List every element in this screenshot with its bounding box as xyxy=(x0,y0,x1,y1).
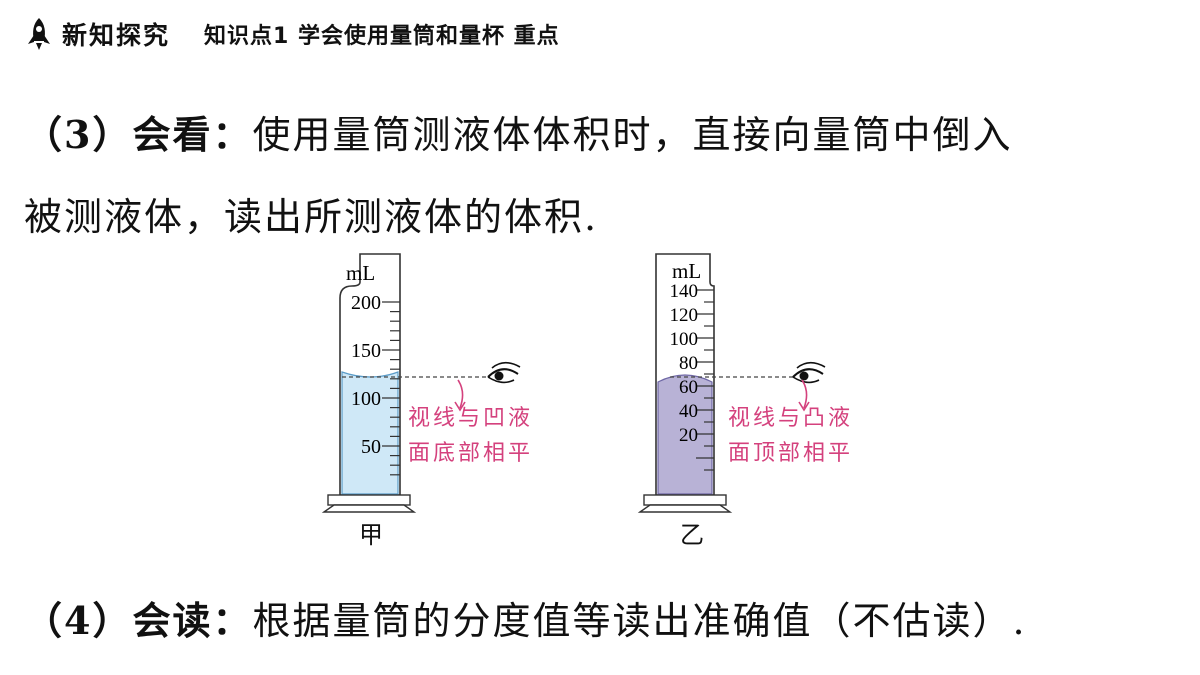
paragraph-3-line-2: 被测液体，读出所测液体的体积. xyxy=(24,195,599,239)
tick-label-100: 100 xyxy=(351,388,381,410)
cylinder-a: mL 200 150 100 50 视线与凹液 面底部相平 甲 xyxy=(321,253,533,549)
unit-label-a: mL xyxy=(346,261,375,285)
tick-label-120: 120 xyxy=(670,305,699,326)
tick-label-20: 20 xyxy=(679,425,698,446)
paragraph-3-line-1: （3）会看：使用量筒测液体体积时，直接向量筒中倒入 xyxy=(24,104,1176,159)
caption-b: 乙 xyxy=(680,521,704,549)
note-b-line-2: 面顶部相平 xyxy=(728,441,853,466)
note-arrow-b xyxy=(801,379,808,409)
paragraph-4-text: 根据量筒的分度值等读出准确值（不估读）. xyxy=(252,599,1027,643)
caption-a: 甲 xyxy=(359,521,383,549)
tick-label-200: 200 xyxy=(351,292,381,314)
section-title: 新知探究 xyxy=(62,21,171,50)
note-a-line-1: 视线与凹液 xyxy=(408,406,533,431)
cylinder-b: mL 140 120 100 80 60 40 20 视线与凸液 面顶部相平 乙 xyxy=(637,253,853,549)
note-b-line-1: 视线与凸液 xyxy=(728,406,853,431)
topic-title: 知识点1 学会使用量筒和量杯 重点 xyxy=(204,24,560,49)
paragraph-4-label: （4）会读： xyxy=(24,598,253,643)
eye-icon xyxy=(792,361,826,384)
tick-label-150: 150 xyxy=(351,340,381,362)
note-arrow-a xyxy=(457,379,464,409)
paragraph-3-text: 使用量筒测液体体积时，直接向量筒中倒入 xyxy=(252,113,1013,157)
unit-label-b: mL xyxy=(672,259,701,283)
tick-label-80: 80 xyxy=(679,353,698,374)
tick-label-100-b: 100 xyxy=(670,329,699,350)
paragraph-3-label: （3）会看： xyxy=(24,112,253,157)
tick-label-140: 140 xyxy=(670,281,699,302)
paragraph-4: （4）会读：根据量筒的分度值等读出准确值（不估读）. xyxy=(24,590,1176,645)
tick-label-50: 50 xyxy=(361,436,381,458)
eye-icon xyxy=(487,361,521,384)
tick-label-40: 40 xyxy=(679,401,698,422)
measuring-cylinder-figure: mL 200 150 100 50 视线与凹液 面底部相平 甲 xyxy=(321,253,853,549)
rocket-icon xyxy=(28,18,50,50)
tick-label-60: 60 xyxy=(679,377,698,398)
note-a-line-2: 面底部相平 xyxy=(408,441,533,466)
slide-header: 新知探究 知识点1 学会使用量筒和量杯 重点 xyxy=(24,14,560,54)
